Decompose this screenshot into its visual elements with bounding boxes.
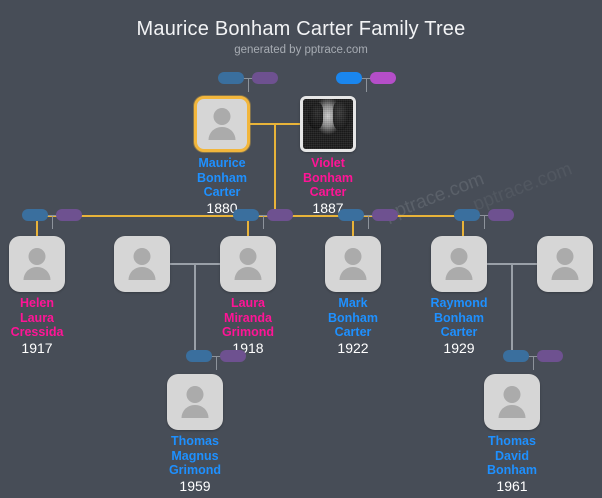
person-placeholder-icon	[128, 248, 156, 280]
person-avatar-card[interactable]	[114, 236, 170, 292]
badge-connector-stem	[533, 356, 534, 370]
female-badge[interactable]	[56, 209, 82, 221]
male-badge[interactable]	[338, 209, 364, 221]
person-node-spouse2[interactable]	[537, 236, 593, 292]
person-placeholder-icon	[181, 386, 209, 418]
female-badge[interactable]	[370, 72, 396, 84]
badge-connector-stem	[248, 78, 249, 92]
person-placeholder-icon	[23, 248, 51, 280]
page-subtitle: generated by pptrace.com	[234, 44, 368, 56]
portrait-image	[303, 99, 353, 149]
person-node-spouse1[interactable]	[114, 236, 170, 292]
person-avatar-card[interactable]	[484, 374, 540, 430]
person-avatar-card[interactable]	[431, 236, 487, 292]
badge-connector-stem	[484, 215, 485, 229]
male-badge[interactable]	[454, 209, 480, 221]
person-birth-year: 1917	[21, 340, 53, 356]
male-badge[interactable]	[336, 72, 362, 84]
person-avatar-card[interactable]	[537, 236, 593, 292]
person-placeholder-icon	[339, 248, 367, 280]
person-photo[interactable]	[300, 96, 356, 152]
male-badge[interactable]	[503, 350, 529, 362]
person-avatar-card[interactable]	[325, 236, 381, 292]
person-birth-year: 1922	[337, 340, 369, 356]
female-badge[interactable]	[372, 209, 398, 221]
female-badge[interactable]	[220, 350, 246, 362]
badge-connector-stem	[368, 215, 369, 229]
female-badge[interactable]	[488, 209, 514, 221]
badge-connector-stem	[52, 215, 53, 229]
person-placeholder-icon	[445, 248, 473, 280]
female-badge[interactable]	[252, 72, 278, 84]
person-placeholder-icon	[208, 108, 236, 140]
person-avatar-card[interactable]	[194, 96, 250, 152]
person-birth-year: 1887	[312, 200, 344, 216]
person-birth-year: 1880	[206, 200, 238, 216]
person-placeholder-icon	[234, 248, 262, 280]
female-badge[interactable]	[267, 209, 293, 221]
badge-connector-stem	[216, 356, 217, 370]
page-title: Maurice Bonham Carter Family Tree	[136, 18, 466, 40]
badge-connector-stem	[263, 215, 264, 229]
female-badge[interactable]	[537, 350, 563, 362]
person-avatar-card[interactable]	[220, 236, 276, 292]
male-badge[interactable]	[186, 350, 212, 362]
person-placeholder-icon	[498, 386, 526, 418]
person-birth-year: 1959	[179, 478, 211, 494]
person-birth-year: 1929	[443, 340, 475, 356]
male-badge[interactable]	[233, 209, 259, 221]
person-placeholder-icon	[551, 248, 579, 280]
badge-connector-stem	[366, 78, 367, 92]
person-avatar-card[interactable]	[9, 236, 65, 292]
person-avatar-card[interactable]	[167, 374, 223, 430]
male-badge[interactable]	[22, 209, 48, 221]
person-birth-year: 1961	[496, 478, 528, 494]
male-badge[interactable]	[218, 72, 244, 84]
